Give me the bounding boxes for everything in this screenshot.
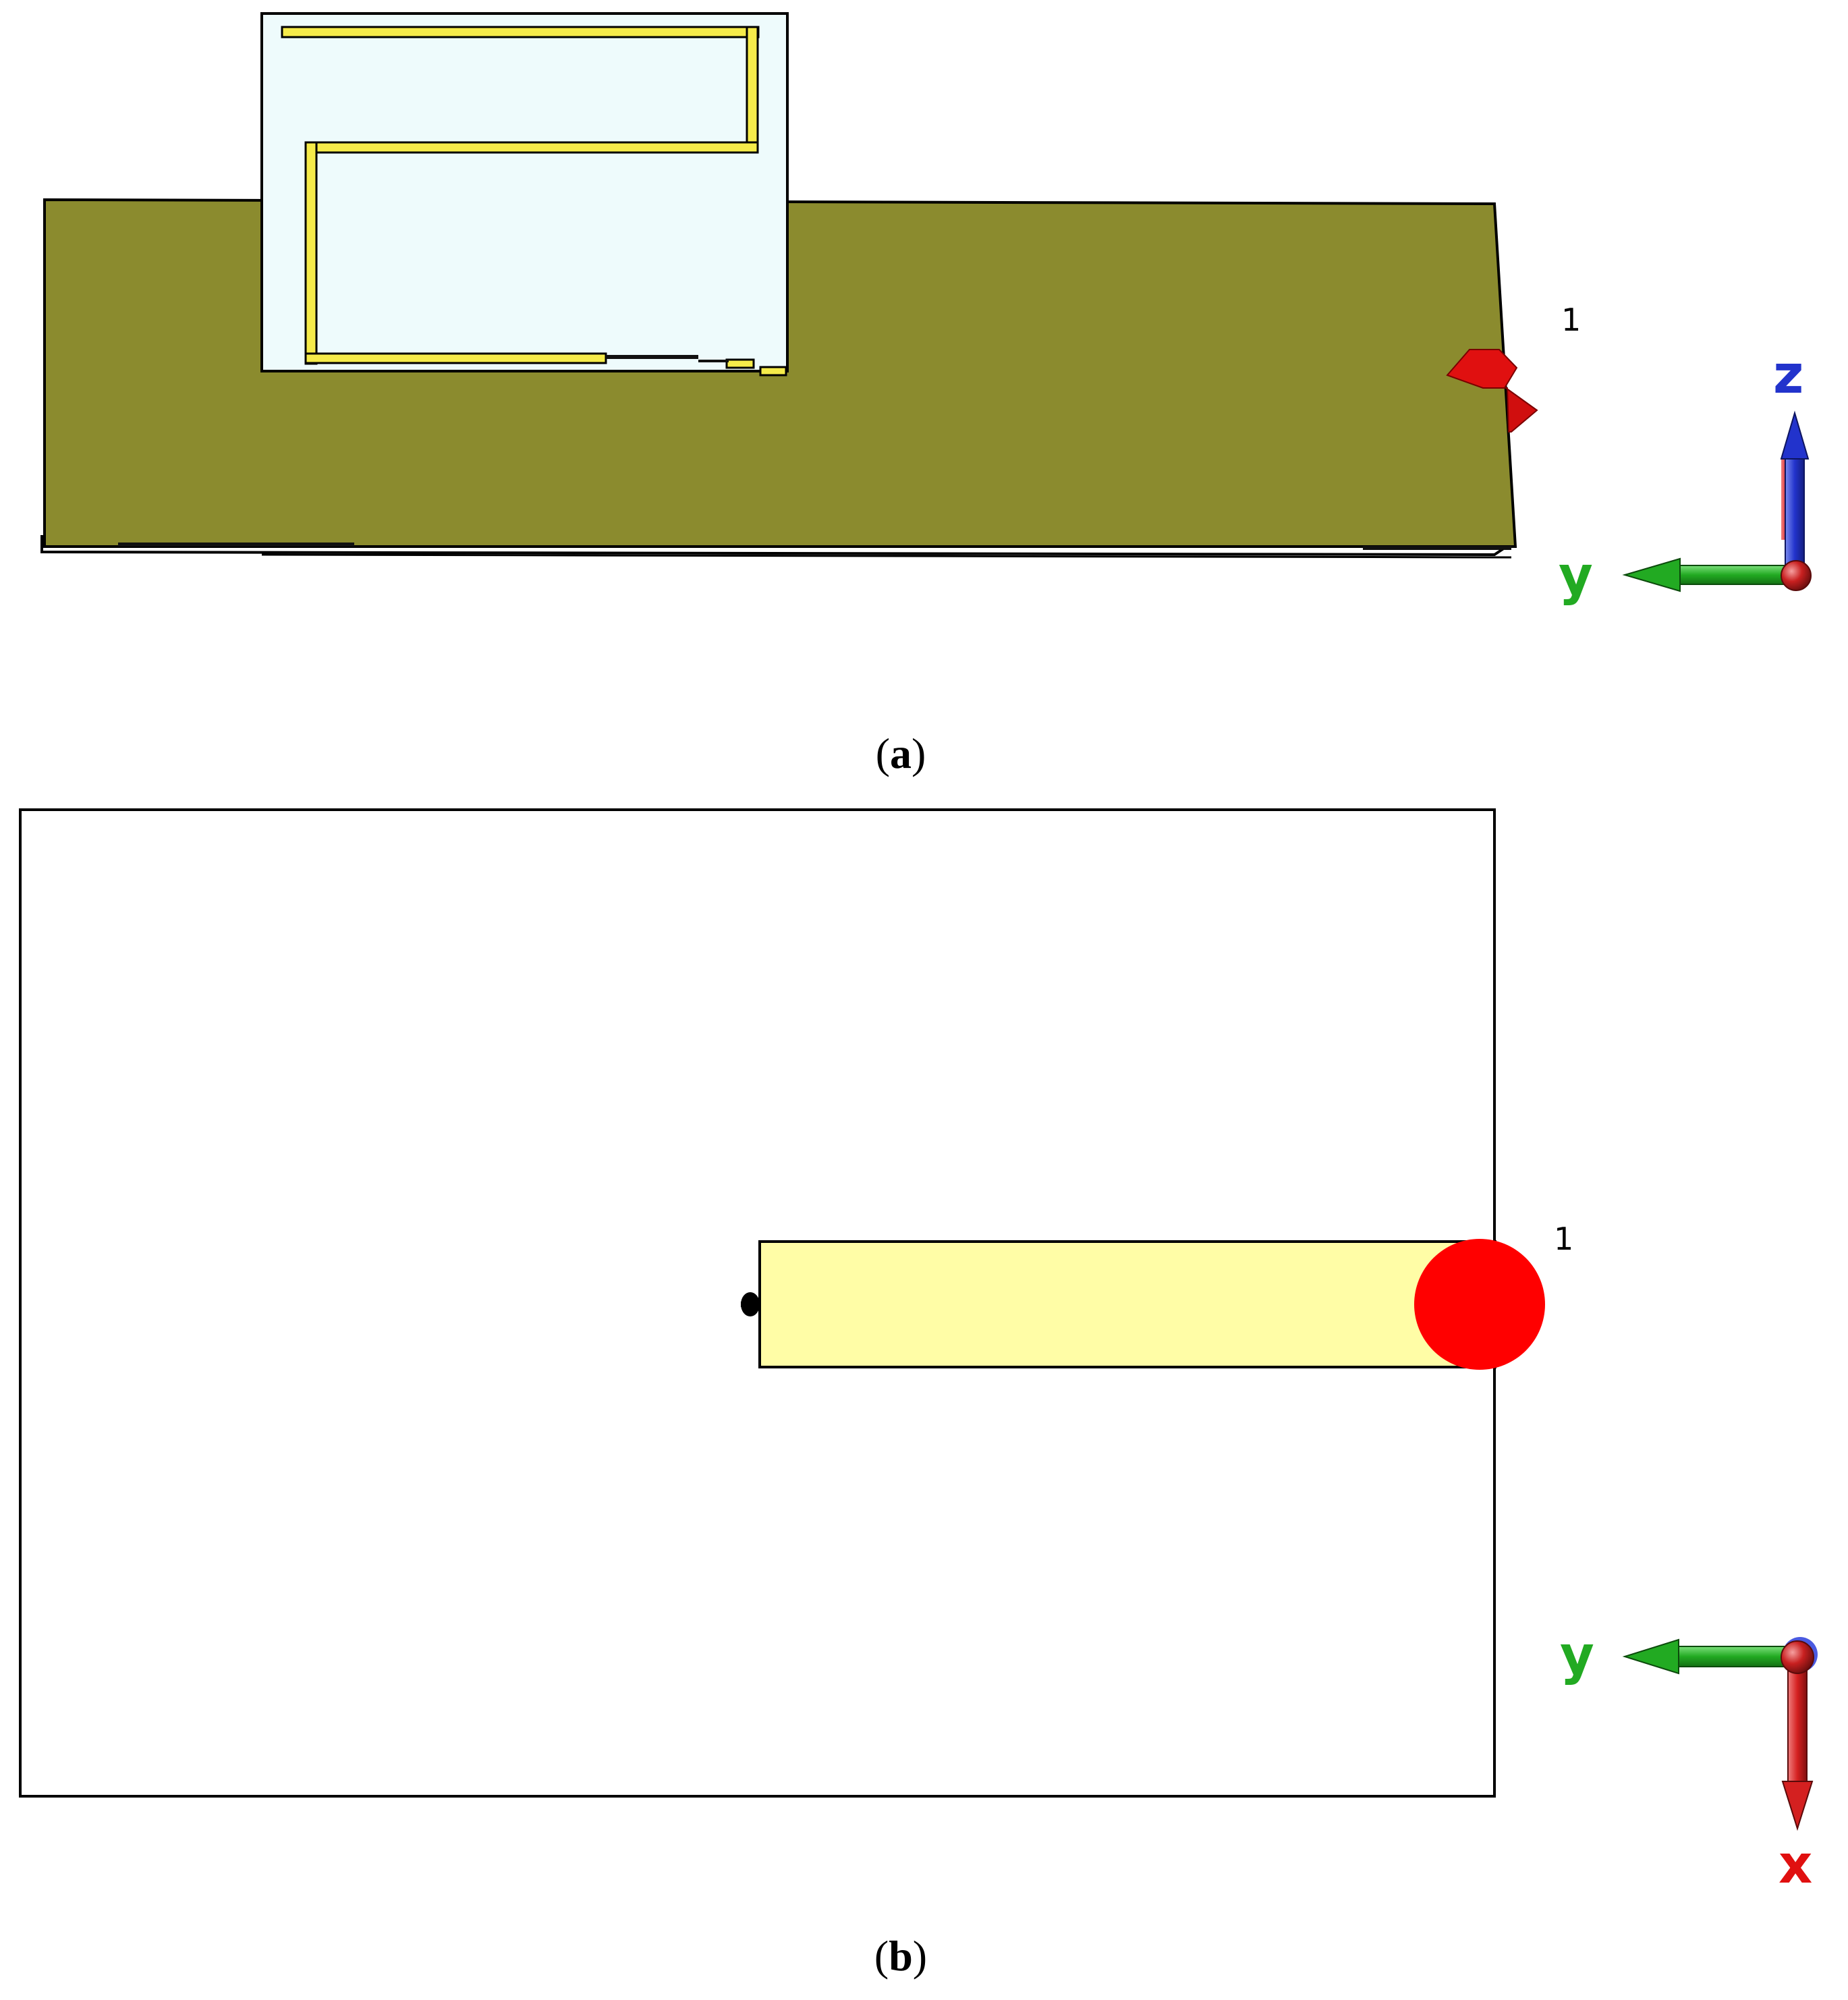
x-axis-label-b: x [1779, 1835, 1812, 1895]
z-axis-label: z [1773, 345, 1803, 406]
y-axis-arrow-b [1678, 1646, 1799, 1667]
port-marker [1446, 349, 1538, 433]
svg-text:(b): (b) [874, 1932, 927, 1980]
port-label-b: 1 [1554, 1221, 1573, 1257]
feed-tab [759, 366, 787, 377]
x-axis-arrow-b [1787, 1658, 1808, 1782]
caption-a-label: a [890, 729, 912, 777]
port-disc [1414, 1239, 1545, 1370]
axis-triad-b: y x [1560, 1626, 1818, 1895]
meander-trace [281, 26, 760, 369]
feed-strip [758, 1240, 1496, 1368]
z-arrowhead-icon [1780, 410, 1810, 460]
origin-ball [1781, 560, 1812, 591]
panel-b: 1 y x (b) [19, 808, 1818, 1980]
y-axis-label-b: y [1560, 1626, 1594, 1686]
axis-triad: z y [1559, 345, 1812, 607]
caption-b-label: b [889, 1932, 913, 1980]
origin-ball-b [1781, 1640, 1814, 1674]
svg-text:(a): (a) [876, 729, 926, 777]
z-axis-arrow [1785, 448, 1805, 579]
caption-b: (b) [874, 1932, 927, 1980]
y-arrowhead-icon-b [1622, 1638, 1679, 1675]
panel-a: 1 z y (a) [40, 12, 1812, 777]
y-arrowhead-icon [1622, 557, 1681, 592]
y-axis-arrow [1679, 565, 1797, 585]
connector-mark-icon [741, 1292, 760, 1316]
y-axis-label: y [1559, 546, 1593, 607]
antenna-substrate [260, 12, 789, 372]
port-label: 1 [1561, 302, 1581, 338]
x-arrowhead-icon-b [1781, 1781, 1814, 1831]
caption-a: (a) [876, 729, 926, 777]
